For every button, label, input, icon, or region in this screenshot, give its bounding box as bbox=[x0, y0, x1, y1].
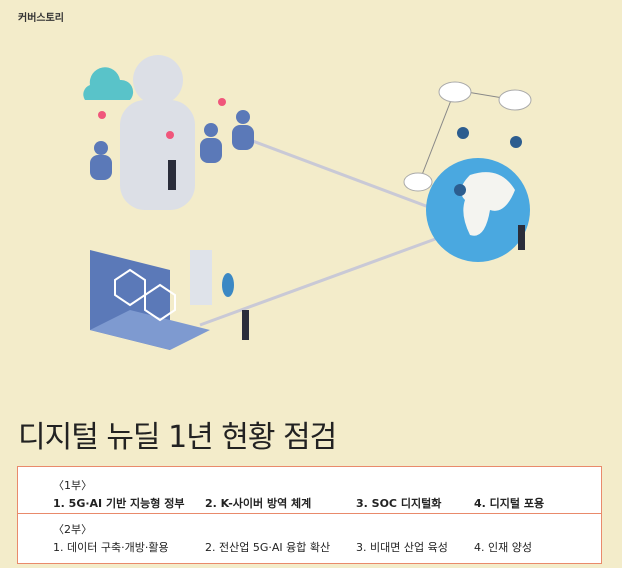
divider bbox=[18, 513, 601, 514]
list-item: 3. SOC 디지털화 bbox=[356, 497, 442, 510]
list-item: 2. K-사이버 방역 체계 bbox=[205, 497, 312, 510]
laptop-icon bbox=[90, 310, 210, 350]
person-icon bbox=[120, 100, 195, 210]
page-title: 디지털 뉴딜 1년 현황 점검 bbox=[18, 420, 337, 455]
section-tag: 커버스토리 bbox=[18, 13, 64, 24]
part-heading: 〈2부〉 bbox=[53, 523, 93, 536]
part-heading: 〈1부〉 bbox=[53, 479, 93, 492]
contents-box: 〈1부〉 1. 5G·AI 기반 지능형 정부 2. K-사이버 방역 체계 3… bbox=[17, 466, 602, 564]
digital-network-illustration bbox=[83, 55, 532, 350]
list-item: 2. 전산업 5G·AI 융합 확산 bbox=[205, 541, 331, 554]
list-item: 1. 데이터 구축·개방·활용 bbox=[53, 541, 169, 554]
list-item: 1. 5G·AI 기반 지능형 정부 bbox=[53, 497, 185, 510]
list-item: 4. 인재 양성 bbox=[474, 541, 532, 554]
building-icon bbox=[190, 250, 212, 305]
cloud-icon bbox=[83, 67, 134, 100]
part-1: 〈1부〉 1. 5G·AI 기반 지능형 정부 2. K-사이버 방역 체계 3… bbox=[53, 477, 544, 511]
list-item: 3. 비대면 산업 육성 bbox=[356, 541, 448, 554]
part-2: 〈2부〉 1. 데이터 구축·개방·활용 2. 전산업 5G·AI 융합 확산 … bbox=[53, 521, 532, 555]
list-item: 4. 디지털 포용 bbox=[474, 497, 545, 510]
